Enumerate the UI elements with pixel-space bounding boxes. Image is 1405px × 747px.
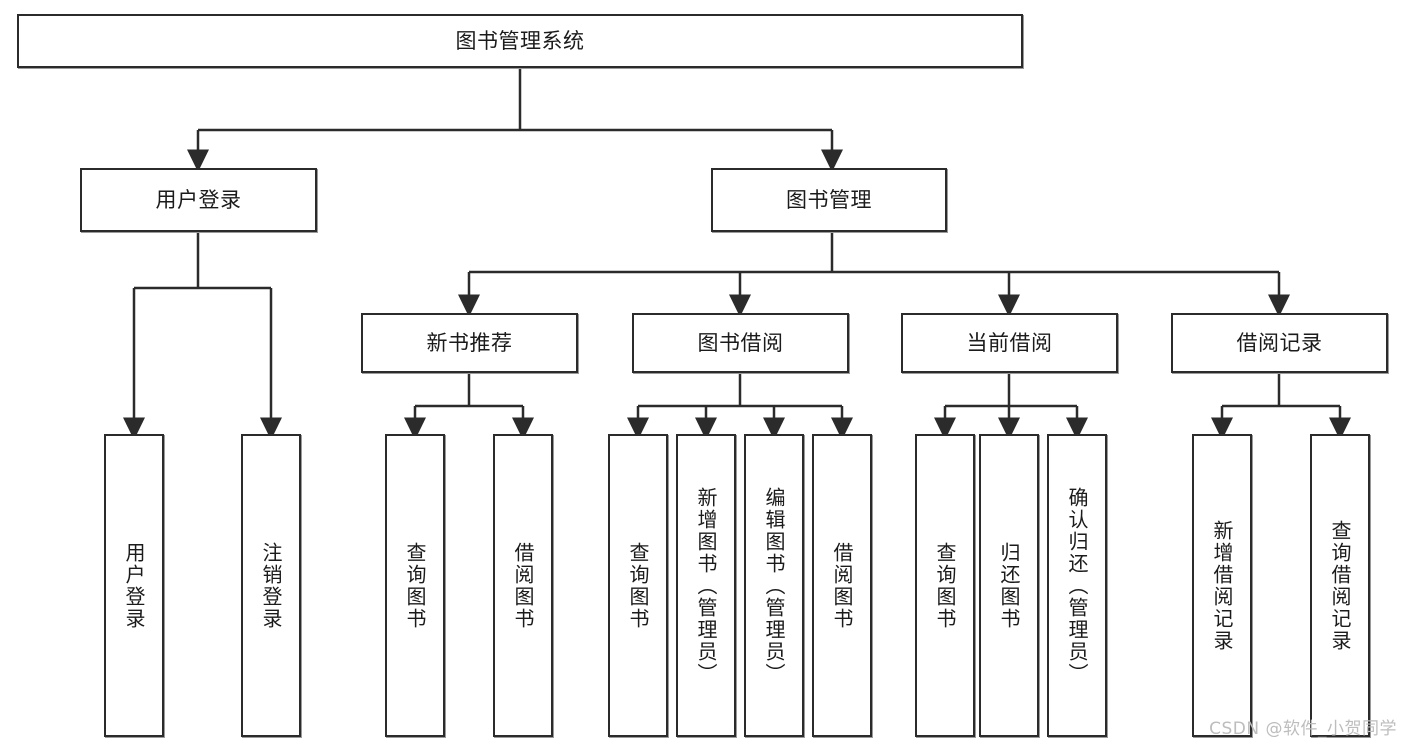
node-current-borrow-label: 当前借阅 bbox=[966, 330, 1053, 355]
leaf-records-query-record-label: 查询借阅记录 bbox=[1328, 519, 1352, 652]
leaf-recommend-query-book-label: 查询图书 bbox=[403, 541, 427, 630]
leaf-records-add-record[interactable]: 新增借阅记录 bbox=[1192, 434, 1252, 737]
node-root-system[interactable]: 图书管理系统 bbox=[17, 14, 1023, 68]
node-current-borrow[interactable]: 当前借阅 bbox=[901, 313, 1118, 373]
node-book-management[interactable]: 图书管理 bbox=[711, 168, 947, 232]
leaf-logout-label: 注销登录 bbox=[259, 541, 283, 630]
leaf-borrow-edit-book-admin-label: 编辑图书（管理员） bbox=[762, 486, 786, 685]
node-borrow-records-label: 借阅记录 bbox=[1236, 330, 1323, 355]
node-user-login-label: 用户登录 bbox=[155, 187, 242, 212]
node-new-book-recommend[interactable]: 新书推荐 bbox=[361, 313, 578, 373]
leaf-current-query-book[interactable]: 查询图书 bbox=[915, 434, 975, 737]
watermark-text: CSDN @软件_小贺同学 bbox=[1209, 719, 1397, 739]
leaf-recommend-borrow-book-label: 借阅图书 bbox=[511, 541, 535, 630]
leaf-borrow-add-book-admin[interactable]: 新增图书（管理员） bbox=[676, 434, 736, 737]
leaf-records-add-record-label: 新增借阅记录 bbox=[1210, 519, 1234, 652]
leaf-current-confirm-return-admin-label: 确认归还（管理员） bbox=[1065, 486, 1089, 685]
node-book-borrow-label: 图书借阅 bbox=[697, 330, 784, 355]
leaf-current-return-book[interactable]: 归还图书 bbox=[979, 434, 1039, 737]
node-book-borrow[interactable]: 图书借阅 bbox=[632, 313, 849, 373]
leaf-borrow-add-book-admin-label: 新增图书（管理员） bbox=[694, 486, 718, 685]
leaf-recommend-borrow-book[interactable]: 借阅图书 bbox=[493, 434, 553, 737]
leaf-logout[interactable]: 注销登录 bbox=[241, 434, 301, 737]
leaf-current-query-book-label: 查询图书 bbox=[933, 541, 957, 630]
leaf-records-query-record[interactable]: 查询借阅记录 bbox=[1310, 434, 1370, 737]
node-book-management-label: 图书管理 bbox=[786, 187, 872, 212]
node-user-login[interactable]: 用户登录 bbox=[80, 168, 317, 232]
leaf-user-login-label: 用户登录 bbox=[122, 541, 146, 630]
node-borrow-records[interactable]: 借阅记录 bbox=[1171, 313, 1388, 373]
leaf-user-login[interactable]: 用户登录 bbox=[104, 434, 164, 737]
node-root-system-label: 图书管理系统 bbox=[455, 28, 585, 53]
leaf-borrow-query-book-label: 查询图书 bbox=[626, 541, 650, 630]
leaf-borrow-edit-book-admin[interactable]: 编辑图书（管理员） bbox=[744, 434, 804, 737]
leaf-current-confirm-return-admin[interactable]: 确认归还（管理员） bbox=[1047, 434, 1107, 737]
leaf-recommend-query-book[interactable]: 查询图书 bbox=[385, 434, 445, 737]
leaf-borrow-borrow-book[interactable]: 借阅图书 bbox=[812, 434, 872, 737]
leaf-borrow-borrow-book-label: 借阅图书 bbox=[830, 541, 854, 630]
leaf-borrow-query-book[interactable]: 查询图书 bbox=[608, 434, 668, 737]
node-new-book-recommend-label: 新书推荐 bbox=[426, 330, 513, 355]
leaf-current-return-book-label: 归还图书 bbox=[997, 541, 1021, 630]
